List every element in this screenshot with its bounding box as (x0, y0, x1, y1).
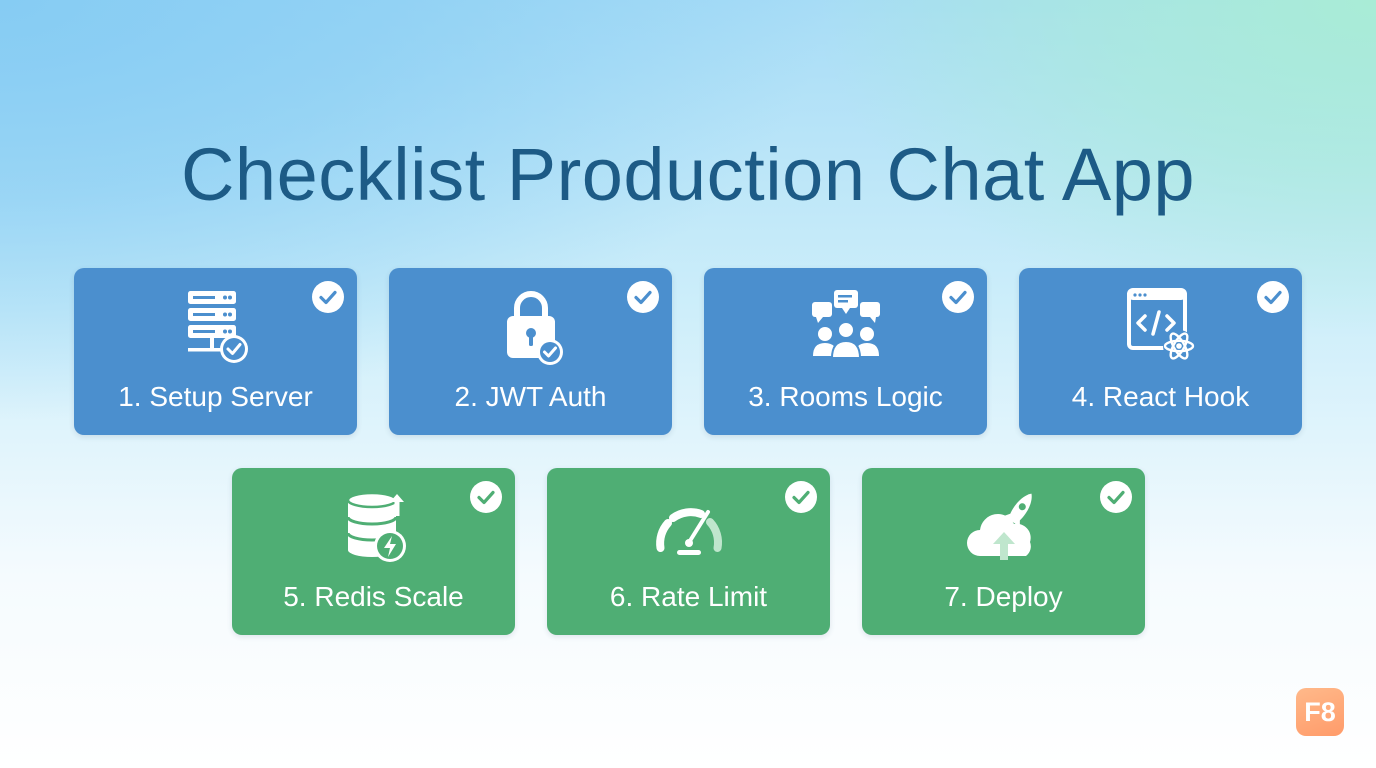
code-react-icon (1113, 286, 1209, 370)
server-icon (168, 286, 264, 370)
cloud-rocket-icon (956, 486, 1052, 570)
check-icon (942, 281, 974, 313)
step-label: 1. Setup Server (118, 381, 313, 412)
step-label: 3. Rooms Logic (748, 381, 943, 412)
f8-logo-badge: F8 (1296, 688, 1344, 736)
lock-icon (483, 286, 579, 370)
step-card-deploy: 7. Deploy (862, 468, 1145, 635)
speedometer-icon (641, 486, 737, 570)
step-label: 7. Deploy (944, 581, 1063, 612)
step-label: 2. JWT Auth (454, 381, 607, 412)
step-card-setup-server: 1. Setup Server (74, 268, 357, 435)
page-title: Checklist Production Chat App (180, 133, 1196, 216)
step-card-react-hook: 4. React Hook (1019, 268, 1302, 435)
group-chat-icon (798, 286, 894, 370)
database-bolt-icon (326, 486, 422, 570)
check-icon (470, 481, 502, 513)
step-card-rooms-logic: 3. Rooms Logic (704, 268, 987, 435)
step-card-rate-limit: 6. Rate Limit (547, 468, 830, 635)
check-icon (1257, 281, 1289, 313)
step-card-jwt-auth: 2. JWT Auth (389, 268, 672, 435)
step-card-redis-scale: 5. Redis Scale (232, 468, 515, 635)
check-icon (627, 281, 659, 313)
check-icon (1100, 481, 1132, 513)
check-icon (785, 481, 817, 513)
step-label: 6. Rate Limit (609, 581, 768, 612)
step-label: 4. React Hook (1071, 381, 1250, 412)
step-label: 5. Redis Scale (283, 581, 464, 612)
check-icon (312, 281, 344, 313)
